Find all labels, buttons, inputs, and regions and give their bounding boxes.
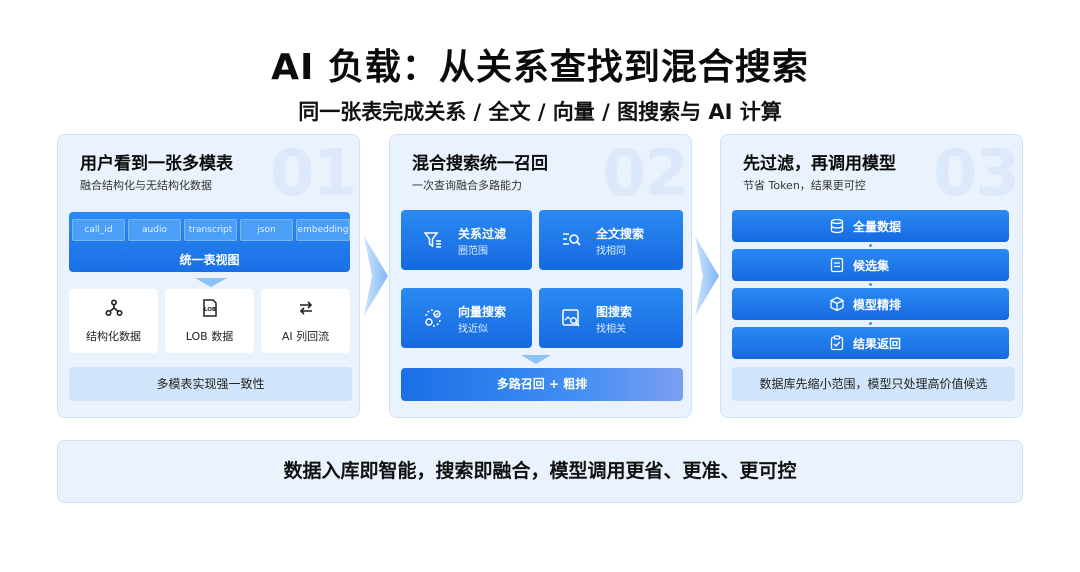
search-mode-card: 图搜索 找相关	[539, 288, 683, 348]
page-subtitle: 同一张表完成关系 / 全文 / 向量 / 图搜索与 AI 计算	[298, 100, 782, 124]
flow-back-icon	[261, 298, 350, 318]
search-mode-sub: 找相关	[596, 324, 626, 335]
search-mode-title: 全文搜索	[596, 227, 645, 241]
pipeline-step-label: 结果返回	[853, 337, 902, 351]
column-chip: transcript	[184, 219, 237, 241]
image-search-icon	[562, 309, 580, 327]
search-mode-sub: 找相同	[596, 246, 626, 257]
data-type-card: LOB LOB 数据	[165, 289, 254, 353]
search-mode-sub: 找近似	[458, 324, 488, 335]
column-chip: json	[240, 219, 293, 241]
search-mode-card: 向量搜索 找近似	[401, 288, 532, 348]
candidate-icon	[830, 257, 844, 273]
database-icon	[830, 218, 844, 234]
unified-table-label: 统一表视图	[179, 253, 240, 267]
panel-number: 03	[932, 137, 1020, 211]
panel-desc: 节省 Token，结果更可控	[743, 179, 866, 192]
panel-title: 先过滤，再调用模型	[743, 154, 896, 174]
panel-footer: 多模表实现强一致性	[69, 367, 352, 401]
panel-desc: 一次查询融合多路能力	[412, 179, 522, 192]
search-mode-title: 关系过滤	[458, 227, 507, 241]
page-title: AI 负载：从关系查找到混合搜索	[271, 47, 809, 88]
down-arrow-icon	[521, 355, 551, 364]
panel-hybrid-search: 02 混合搜索统一召回 一次查询融合多路能力 关系过滤 圈范围 全文搜索 找相同…	[389, 134, 692, 418]
down-arrow-icon	[195, 278, 227, 287]
chevron-right-icon	[695, 236, 719, 316]
panel-filter-then-model: 03 先过滤，再调用模型 节省 Token，结果更可控 全量数据 候选集 模型精…	[720, 134, 1023, 418]
data-type-label: AI 列回流	[281, 330, 330, 343]
panel-number: 01	[269, 137, 357, 211]
pipeline-step: 全量数据	[732, 210, 1009, 242]
pipeline-step: 结果返回	[732, 327, 1009, 359]
vector-search-icon	[425, 309, 441, 327]
column-chip: call_id	[72, 219, 125, 241]
column-chip: embedding	[296, 219, 350, 241]
connector-dot	[869, 244, 872, 247]
search-mode-title: 向量搜索	[458, 305, 507, 319]
connector-dot	[869, 283, 872, 286]
data-type-card: 结构化数据	[69, 289, 158, 353]
checklist-icon	[830, 335, 844, 351]
structure-icon	[69, 298, 158, 318]
search-mode-card: 全文搜索 找相同	[539, 210, 683, 270]
filter-icon	[423, 232, 441, 248]
cube-icon	[830, 296, 844, 312]
panel-desc: 融合结构化与无结构化数据	[80, 179, 212, 192]
panel-footer: 数据库先缩小范围，模型只处理高价值候选	[732, 367, 1015, 401]
data-type-label: 结构化数据	[86, 330, 141, 343]
pipeline-step-label: 全量数据	[853, 220, 902, 234]
search-mode-title: 图搜索	[596, 305, 633, 319]
summary-banner: 数据入库即智能，搜索即融合，模型调用更省、更准、更可控	[57, 440, 1023, 503]
pipeline-step: 模型精排	[732, 288, 1009, 320]
pipeline-step-label: 候选集	[853, 259, 890, 273]
merge-bar: 多路召回 + 粗排	[401, 368, 683, 401]
column-list: call_id audio transcript json embedding	[72, 219, 350, 241]
chevron-right-icon	[364, 236, 388, 316]
data-type-card: AI 列回流	[261, 289, 350, 353]
text-search-icon	[563, 233, 581, 246]
connector-dot	[869, 322, 872, 325]
panel-number: 02	[601, 137, 689, 211]
column-chip: audio	[128, 219, 181, 241]
panel-title: 用户看到一张多模表	[80, 154, 233, 174]
search-mode-card: 关系过滤 圈范围	[401, 210, 532, 270]
pipeline-step: 候选集	[732, 249, 1009, 281]
svg-text:LOB: LOB	[203, 307, 215, 313]
search-mode-sub: 圈范围	[458, 246, 488, 257]
pipeline-step-label: 模型精排	[853, 298, 902, 312]
panel-title: 混合搜索统一召回	[412, 154, 548, 174]
unified-table-view: call_id audio transcript json embedding …	[69, 212, 350, 272]
lob-file-icon: LOB	[165, 298, 254, 318]
panel-multimodal-table: 01 用户看到一张多模表 融合结构化与无结构化数据 call_id audio …	[57, 134, 360, 418]
data-type-label: LOB 数据	[185, 330, 234, 343]
